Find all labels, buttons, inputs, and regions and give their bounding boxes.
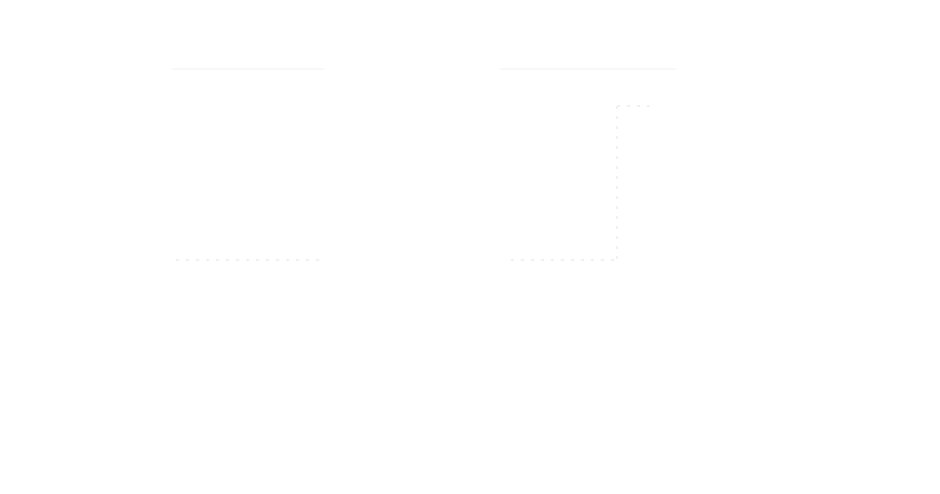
left-panel: [172, 68, 324, 261]
right-panel: [500, 68, 676, 261]
